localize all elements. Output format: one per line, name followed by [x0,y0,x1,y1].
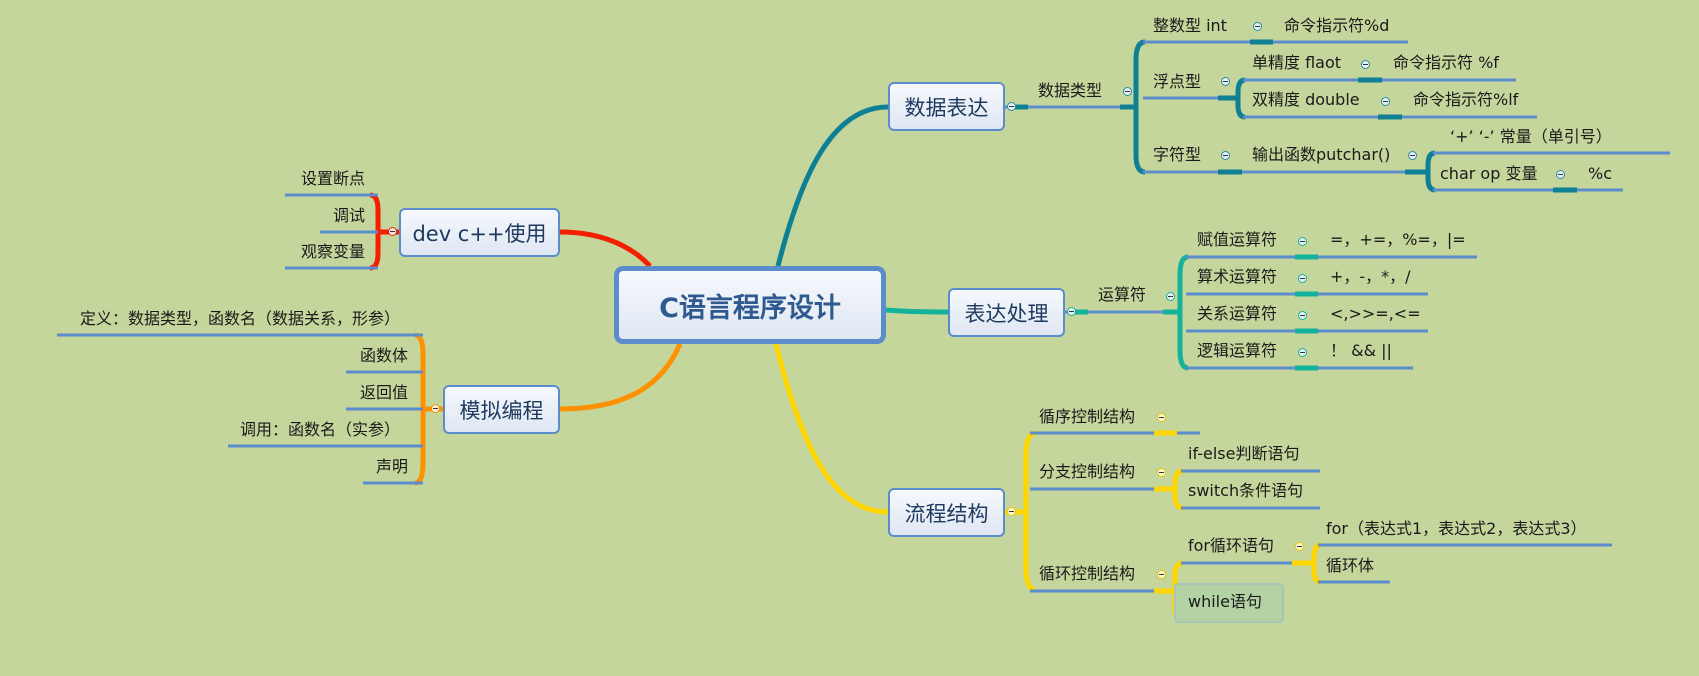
collapse-toggle-icon[interactable] [1298,274,1307,283]
subtopic-data-types[interactable]: 数据类型 [1038,81,1103,100]
subtopic-double-spec[interactable]: 命令指示符%lf [1413,90,1519,109]
subtopic-if-else[interactable]: if-else判断语句 [1188,444,1300,463]
bracket-data-types [1133,39,1146,175]
subtopic-branch[interactable]: 分支控制结构 [1039,462,1136,481]
branch-curve-prog [559,343,683,412]
collapse-toggle-icon[interactable] [1298,237,1307,246]
collapse-toggle-icon[interactable] [431,404,440,413]
collapse-toggle-icon[interactable] [1157,570,1166,579]
selected-topic-highlight[interactable] [1174,583,1284,623]
operator-label[interactable]: 赋值运算符 [1197,230,1278,249]
subtopic-char-spec[interactable]: %c [1588,164,1612,183]
subtopic-single[interactable]: 单精度 flaot [1252,53,1342,72]
branch-curve-expr [885,307,949,315]
topic-label: 数据表达 [904,95,989,120]
subtopic-operators[interactable]: 运算符 [1098,285,1147,304]
subtopic-char-variable[interactable]: char op 变量 [1440,164,1538,183]
collapse-toggle-icon[interactable] [1067,307,1076,316]
collapse-toggle-icon[interactable] [1408,151,1417,160]
central-topic[interactable]: C语言程序设计 [614,266,886,344]
collapse-toggle-icon[interactable] [1221,151,1230,160]
bracket-operators [1177,254,1189,371]
topic-label: dev c++使用 [412,221,547,246]
subtopic-return-value[interactable]: 返回值 [359,383,408,402]
subtopic-single-spec[interactable]: 命令指示符 %f [1393,53,1499,72]
subtopic-float[interactable]: 浮点型 [1153,72,1202,91]
topic-label: 模拟编程 [459,398,544,423]
subtopic-call[interactable]: 调用：函数名（实参） [239,420,400,439]
branch-curve-dev [559,229,652,268]
subtopic-declaration[interactable]: 声明 [375,457,408,476]
operator-label[interactable]: 算术运算符 [1197,267,1278,286]
operator-value[interactable]: +，-，*，/ [1330,267,1411,286]
collapse-toggle-icon[interactable] [1157,413,1166,422]
subtopic-sequence[interactable]: 循序控制结构 [1039,407,1136,426]
subtopic-char[interactable]: 字符型 [1153,145,1202,164]
subtopic-breakpoint[interactable]: 设置断点 [300,169,365,188]
collapse-toggle-icon[interactable] [1361,60,1370,69]
topic-label: 表达处理 [964,301,1049,326]
topic-prog[interactable]: 模拟编程 [443,385,560,434]
topic-data-expr[interactable]: 数据表达 [888,82,1005,131]
subtopic-loop[interactable]: 循环控制结构 [1039,564,1136,583]
branch-curve-data [775,104,889,267]
collapse-toggle-icon[interactable] [1007,507,1016,516]
subtopic-definition[interactable]: 定义：数据类型，函数名（数据关系，形参） [79,309,400,328]
collapse-toggle-icon[interactable] [1295,542,1304,551]
topic-expr-proc[interactable]: 表达处理 [948,288,1065,337]
collapse-toggle-icon[interactable] [1556,170,1565,179]
topic-label: 流程结构 [904,501,989,526]
collapse-toggle-icon[interactable] [1123,87,1132,96]
operator-label[interactable]: 关系运算符 [1197,304,1278,323]
operator-value[interactable]: ！ && || [1330,341,1392,360]
collapse-toggle-icon[interactable] [1007,102,1016,111]
subtopic-integer-spec[interactable]: 命令指示符%d [1284,16,1390,35]
subtopic-watch[interactable]: 观察变量 [300,242,365,261]
collapse-toggle-icon[interactable] [1298,311,1307,320]
collapse-toggle-icon[interactable] [1253,22,1262,31]
collapse-toggle-icon[interactable] [1298,348,1307,357]
collapse-toggle-icon[interactable] [1381,97,1390,106]
operator-value[interactable]: =，+=，%=，|= [1330,230,1466,249]
subtopic-putchar[interactable]: 输出函数putchar() [1252,145,1391,164]
subtopic-double[interactable]: 双精度 double [1252,90,1360,109]
subtopic-switch[interactable]: switch条件语句 [1188,481,1304,500]
collapse-toggle-icon[interactable] [1166,292,1175,301]
subtopic-integer[interactable]: 整数型 int [1153,16,1227,35]
subtopic-while[interactable]: while语句 [1188,592,1262,611]
subtopic-for-syntax[interactable]: for（表达式1，表达式2，表达式3） [1326,519,1587,538]
subtopic-debug[interactable]: 调试 [332,206,365,225]
topic-dev[interactable]: dev c++使用 [399,208,560,257]
bracket-flow [1023,430,1037,593]
subtopic-for[interactable]: for循环语句 [1188,536,1275,555]
topic-flow[interactable]: 流程结构 [888,488,1005,537]
collapse-toggle-icon[interactable] [1221,77,1230,86]
collapse-toggle-icon[interactable] [1157,468,1166,477]
collapse-toggle-icon[interactable] [388,227,397,236]
subtopic-char-constant[interactable]: ‘+’ ‘-’ 常量（单引号） [1450,127,1612,146]
subtopic-function-body[interactable]: 函数体 [359,346,408,365]
operator-value[interactable]: <,>>=,<= [1330,304,1421,323]
branch-curve-flow [773,343,889,515]
operator-label[interactable]: 逻辑运算符 [1197,341,1278,360]
central-topic-label: C语言程序设计 [659,292,841,324]
subtopic-loop-body[interactable]: 循环体 [1326,556,1375,575]
